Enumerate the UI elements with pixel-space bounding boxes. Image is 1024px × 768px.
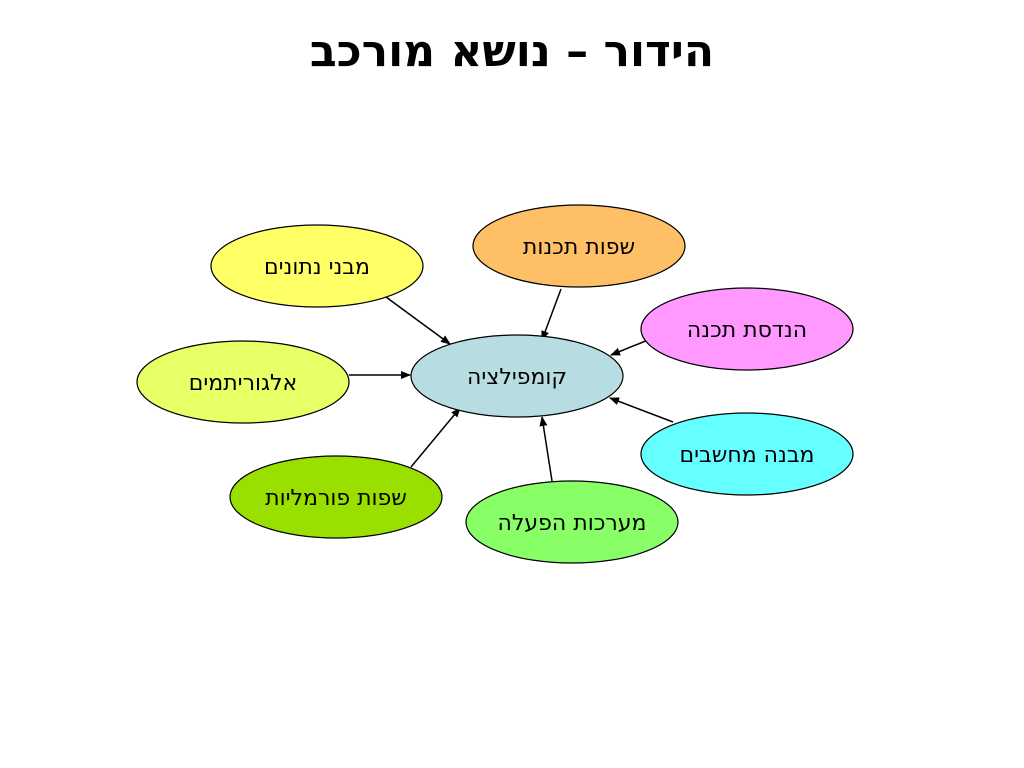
node-label: הנדסת תכנה [687, 318, 807, 343]
node-formal-languages[interactable]: שפות פורמליות [229, 455, 443, 539]
slide-title: הידור – נושא מורכב [309, 26, 715, 77]
arrow-formal-languages [410, 407, 461, 468]
node-operating-systems[interactable]: מערכות הפעלה [465, 480, 679, 564]
center-node[interactable]: קומפילציה [410, 334, 624, 418]
center-node-label: קומפילציה [467, 365, 567, 390]
node-programming-languages[interactable]: שפות תכנות [472, 204, 686, 288]
center-node-shape [410, 334, 624, 418]
node-label: מבנה מחשבים [680, 443, 815, 468]
arrow-operating-systems [539, 416, 553, 482]
node-label: שפות פורמליות [265, 486, 407, 511]
arrows [349, 288, 674, 482]
node-label: שפות תכנות [523, 235, 635, 260]
node-shape [229, 455, 443, 539]
node-shape [472, 204, 686, 288]
node-shape [640, 412, 854, 496]
node-data-structures[interactable]: מבני נתונים [210, 224, 424, 308]
node-shape [136, 340, 350, 424]
node-computer-architecture[interactable]: מבנה מחשבים [640, 412, 854, 496]
arrow-computer-architecture [609, 397, 674, 423]
node-shape [465, 480, 679, 564]
arrow-software-engineering [610, 339, 649, 356]
arrow-programming-languages [541, 288, 562, 341]
node-label: מבני נתונים [264, 255, 370, 280]
node-shape [640, 287, 854, 371]
arrow-data-structures [385, 296, 451, 345]
node-shape [210, 224, 424, 308]
node-algorithms[interactable]: אלגוריתמים [136, 340, 350, 424]
node-label: מערכות הפעלה [498, 511, 647, 536]
node-software-engineering[interactable]: הנדסת תכנה [640, 287, 854, 371]
node-label: אלגוריתמים [189, 371, 298, 396]
